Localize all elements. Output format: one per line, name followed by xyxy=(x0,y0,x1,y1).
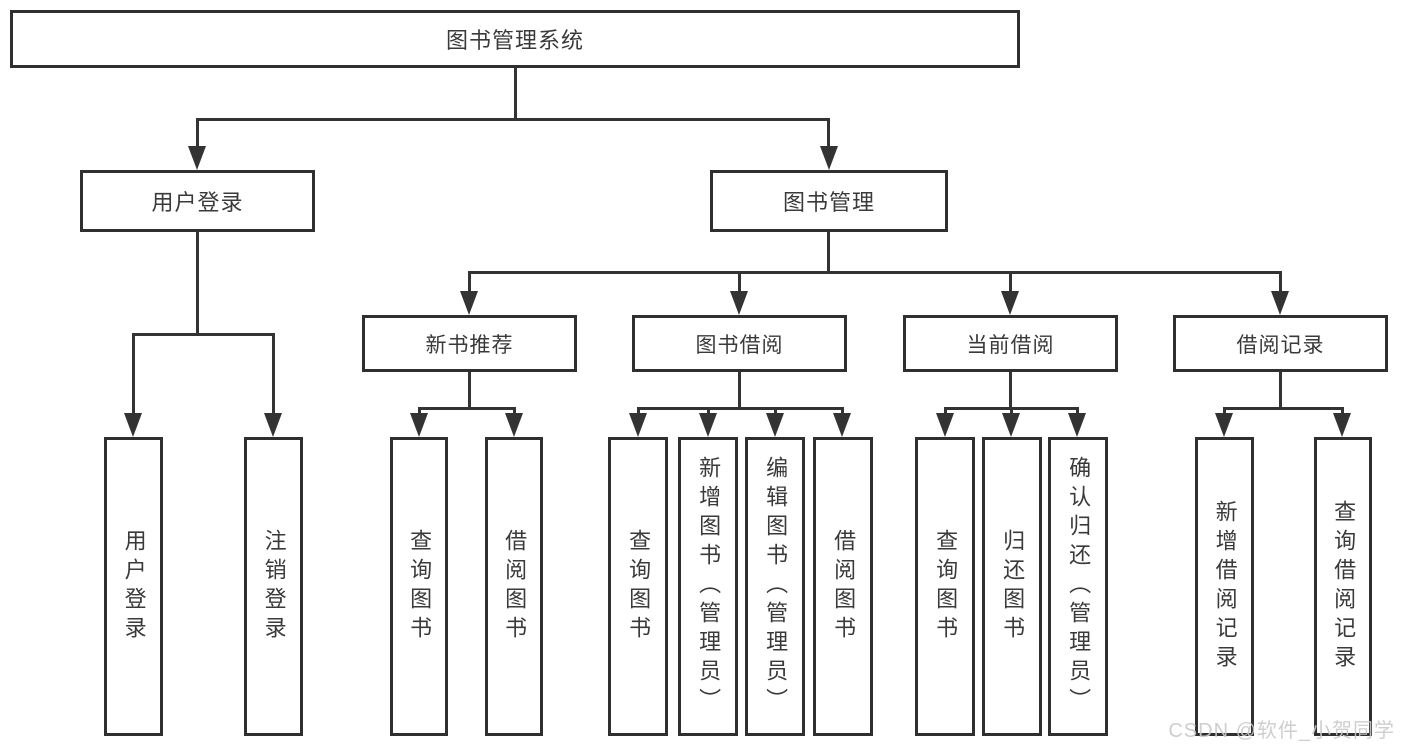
connector-line xyxy=(1010,407,1013,417)
connector-line xyxy=(707,407,710,417)
connector-line xyxy=(514,68,517,120)
node-book-borrow: 图书借阅 xyxy=(632,315,847,372)
node-label: 新书推荐 xyxy=(425,333,514,357)
node-root-system: 图书管理系统 xyxy=(10,10,1020,68)
node-label: 用户登录 xyxy=(121,528,147,645)
leaf-query-borrow-record: 查询借阅记录 xyxy=(1314,437,1372,736)
arrow-down-icon xyxy=(410,413,428,437)
connector-line xyxy=(1279,271,1282,295)
connector-line xyxy=(738,372,741,409)
arrow-down-icon xyxy=(1002,413,1020,437)
arrow-down-icon xyxy=(264,413,282,437)
arrow-down-icon xyxy=(766,413,784,437)
leaf-query-books-borrow: 查询图书 xyxy=(608,437,668,736)
arrow-down-icon xyxy=(1068,413,1086,437)
connector-line xyxy=(418,407,421,417)
node-label: 查询图书 xyxy=(626,528,652,645)
connector-line xyxy=(1076,407,1079,417)
connector-line xyxy=(827,118,830,150)
connector-line xyxy=(1341,407,1344,417)
leaf-borrow-books-recommend: 借阅图书 xyxy=(485,437,543,736)
node-current-borrow: 当前借阅 xyxy=(903,315,1118,372)
connector-line xyxy=(468,372,471,409)
leaf-user-login: 用户登录 xyxy=(104,437,163,736)
leaf-query-books-current: 查询图书 xyxy=(915,437,975,736)
node-label: 注销登录 xyxy=(261,528,287,645)
leaf-return-books: 归还图书 xyxy=(982,437,1042,736)
connector-line xyxy=(1223,407,1344,410)
leaf-query-books-recommend: 查询图书 xyxy=(390,437,448,736)
node-label: 图书借阅 xyxy=(695,333,784,357)
arrow-down-icon xyxy=(460,291,478,315)
arrow-down-icon xyxy=(124,413,142,437)
leaf-edit-books-admin: 编辑图书（管理员） xyxy=(745,437,805,736)
node-label: 查询借阅记录 xyxy=(1331,499,1357,674)
connector-line xyxy=(468,271,1281,274)
node-label: 查询图书 xyxy=(933,528,959,645)
leaf-add-borrow-record: 新增借阅记录 xyxy=(1195,437,1254,736)
csdn-watermark: CSDN @软件_小贺同学 xyxy=(1168,720,1395,742)
node-label: 借阅记录 xyxy=(1236,333,1325,357)
arrow-down-icon xyxy=(505,413,523,437)
connector-line xyxy=(841,407,844,417)
node-label: 用户登录 xyxy=(151,190,244,215)
connector-line xyxy=(196,232,199,335)
node-label: 新增图书（管理员） xyxy=(696,456,722,717)
node-label: 借阅图书 xyxy=(502,528,528,645)
connector-line xyxy=(132,333,135,415)
connector-line xyxy=(738,271,741,295)
connector-line xyxy=(196,118,199,150)
arrow-down-icon xyxy=(820,146,838,170)
connector-line xyxy=(1223,407,1226,417)
connector-line xyxy=(1009,372,1012,409)
leaf-borrow-books: 借阅图书 xyxy=(813,437,873,736)
connector-line xyxy=(637,407,640,417)
connector-line xyxy=(418,407,516,410)
connector-line xyxy=(944,407,947,417)
arrow-down-icon xyxy=(629,413,647,437)
node-borrow-records: 借阅记录 xyxy=(1173,315,1388,372)
node-label: 查询图书 xyxy=(407,528,433,645)
arrow-down-icon xyxy=(730,291,748,315)
node-label: 归还图书 xyxy=(1000,528,1026,645)
leaf-add-books-admin: 新增图书（管理员） xyxy=(678,437,738,736)
connector-line xyxy=(827,232,830,273)
arrow-down-icon xyxy=(1001,291,1019,315)
arrow-down-icon xyxy=(1333,413,1351,437)
connector-line xyxy=(774,407,777,417)
connector-line xyxy=(272,333,275,415)
node-label: 图书管理系统 xyxy=(445,28,584,53)
arrow-down-icon xyxy=(936,413,954,437)
node-label: 编辑图书（管理员） xyxy=(763,456,789,717)
arrow-down-icon xyxy=(699,413,717,437)
leaf-confirm-return-admin: 确认归还（管理员） xyxy=(1048,437,1108,736)
node-label: 确认归还（管理员） xyxy=(1066,456,1092,717)
node-label: 借阅图书 xyxy=(831,528,857,645)
connector-line xyxy=(1009,271,1012,295)
connector-line xyxy=(468,271,471,295)
arrow-down-icon xyxy=(1215,413,1233,437)
leaf-logout: 注销登录 xyxy=(244,437,303,736)
arrow-down-icon xyxy=(188,146,206,170)
arrow-down-icon xyxy=(1271,291,1289,315)
connector-line xyxy=(196,118,830,121)
node-new-book-recommend: 新书推荐 xyxy=(362,315,577,372)
arrow-down-icon xyxy=(833,413,851,437)
connector-line xyxy=(132,333,275,336)
node-label: 新增借阅记录 xyxy=(1212,499,1238,674)
node-label: 当前借阅 xyxy=(966,333,1055,357)
connector-line xyxy=(637,407,844,410)
connector-line xyxy=(1279,372,1282,409)
connector-line xyxy=(513,407,516,417)
node-user-login: 用户登录 xyxy=(80,170,315,232)
node-label: 图书管理 xyxy=(782,190,875,215)
node-book-management: 图书管理 xyxy=(710,170,948,232)
